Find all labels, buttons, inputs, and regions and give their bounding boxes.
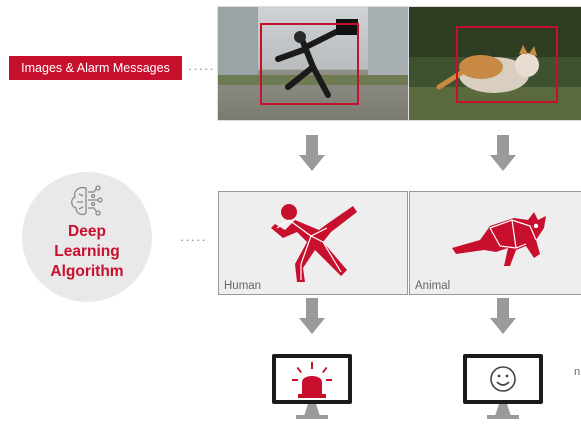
camera-image-person — [217, 6, 409, 121]
running-cat-icon — [452, 212, 546, 266]
camera-image-cat — [408, 6, 581, 121]
classification-panel-animal: Animal — [409, 191, 581, 295]
cropped-text-fragment: n — [574, 366, 581, 378]
connector-dots-middle: ····· — [180, 232, 207, 247]
class-label-animal: Animal — [415, 280, 451, 292]
connector-dots-top: ····· — [188, 61, 215, 76]
algorithm-circle — [22, 172, 152, 302]
normal-monitor — [463, 354, 543, 419]
down-arrow-icon — [490, 298, 516, 334]
alarm-siren-icon — [292, 362, 332, 398]
class-label-human: Human — [224, 280, 262, 292]
algorithm-line-3: Algorithm — [50, 263, 124, 280]
classification-panel-human: Human — [218, 191, 408, 295]
down-arrow-icon — [299, 135, 325, 171]
falling-person-icon — [271, 204, 357, 282]
images-alarm-messages-label: Images & Alarm Messages — [9, 56, 182, 80]
smiley-face-icon — [490, 366, 516, 392]
algorithm-line-1: Deep — [68, 223, 106, 240]
brain-circuit-icon — [71, 185, 103, 216]
down-arrow-icon — [299, 298, 325, 334]
alarm-monitor — [272, 354, 352, 419]
deep-learning-algorithm-label: Deep Learning Algorithm — [22, 222, 152, 282]
algorithm-line-2: Learning — [54, 243, 120, 260]
down-arrow-icon — [490, 135, 516, 171]
